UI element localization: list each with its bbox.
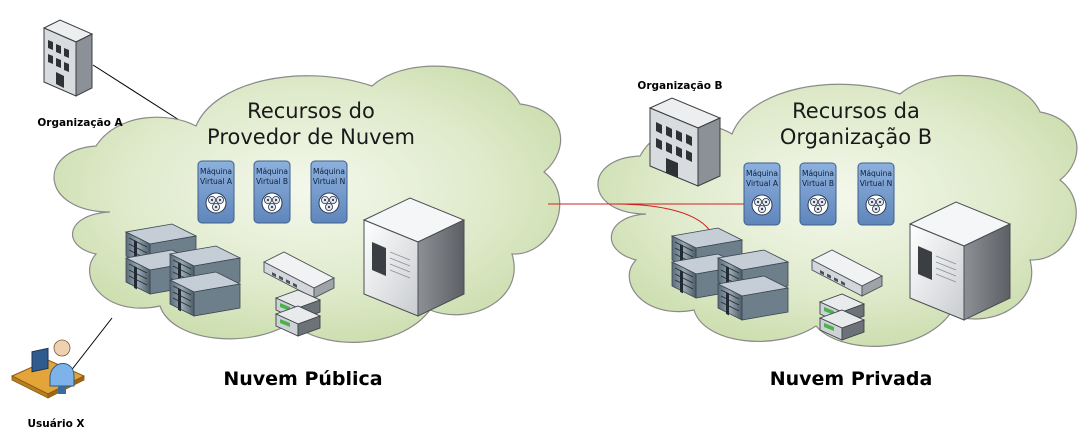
public-cloud-name: Nuvem Pública [223, 368, 382, 390]
private-vm-n: Máquina Virtual N [857, 162, 895, 226]
public-vm-n: Máquina Virtual N [310, 160, 348, 224]
private-vm-n-label2: Virtual N [860, 179, 893, 188]
private-vm-a: Máquina Virtual A [743, 162, 781, 226]
public-cloud-title-line1: Recursos do [247, 99, 375, 123]
private-vm-b-label1: Máquina [802, 169, 834, 178]
org-a-building-icon [43, 19, 93, 97]
org-a-link [92, 64, 191, 128]
public-vm-b-label2: Virtual B [256, 177, 288, 186]
private-vm-b: Máquina Virtual B [799, 162, 837, 226]
private-vm-n-label1: Máquina [860, 169, 892, 178]
public-vm-a-label1: Máquina [200, 167, 232, 176]
user-x-label: Usuário X [27, 418, 84, 430]
public-vm-a: Máquina Virtual A [197, 160, 235, 224]
public-vm-a-label2: Virtual A [200, 177, 233, 186]
cloud-interconnect-curve [611, 203, 713, 235]
private-tower-server-icon [909, 201, 1011, 321]
private-cloud-title-line2: Organização B [780, 125, 932, 149]
private-vm-b-label2: Virtual B [802, 179, 834, 188]
public-vm-b-label1: Máquina [256, 167, 288, 176]
private-vm-a-label1: Máquina [746, 169, 778, 178]
private-cloud-title-line1: Recursos da [792, 99, 920, 123]
public-cloud-title-line2: Provedor de Nuvem [207, 125, 415, 149]
private-vm-a-label2: Virtual A [746, 179, 779, 188]
public-vm-b: Máquina Virtual B [253, 160, 291, 224]
private-cloud-name: Nuvem Privada [770, 368, 933, 390]
org-a-label: Organização A [37, 117, 123, 129]
private-storage-icon [819, 293, 865, 341]
org-b-building-icon [648, 97, 722, 187]
user-link [69, 317, 113, 373]
public-storage-icon [275, 289, 321, 337]
user-workstation-icon [10, 339, 86, 399]
public-tower-server-icon [363, 197, 465, 317]
public-vm-n-label1: Máquina [313, 167, 345, 176]
org-b-label: Organização B [637, 80, 722, 92]
public-vm-n-label2: Virtual N [313, 177, 346, 186]
